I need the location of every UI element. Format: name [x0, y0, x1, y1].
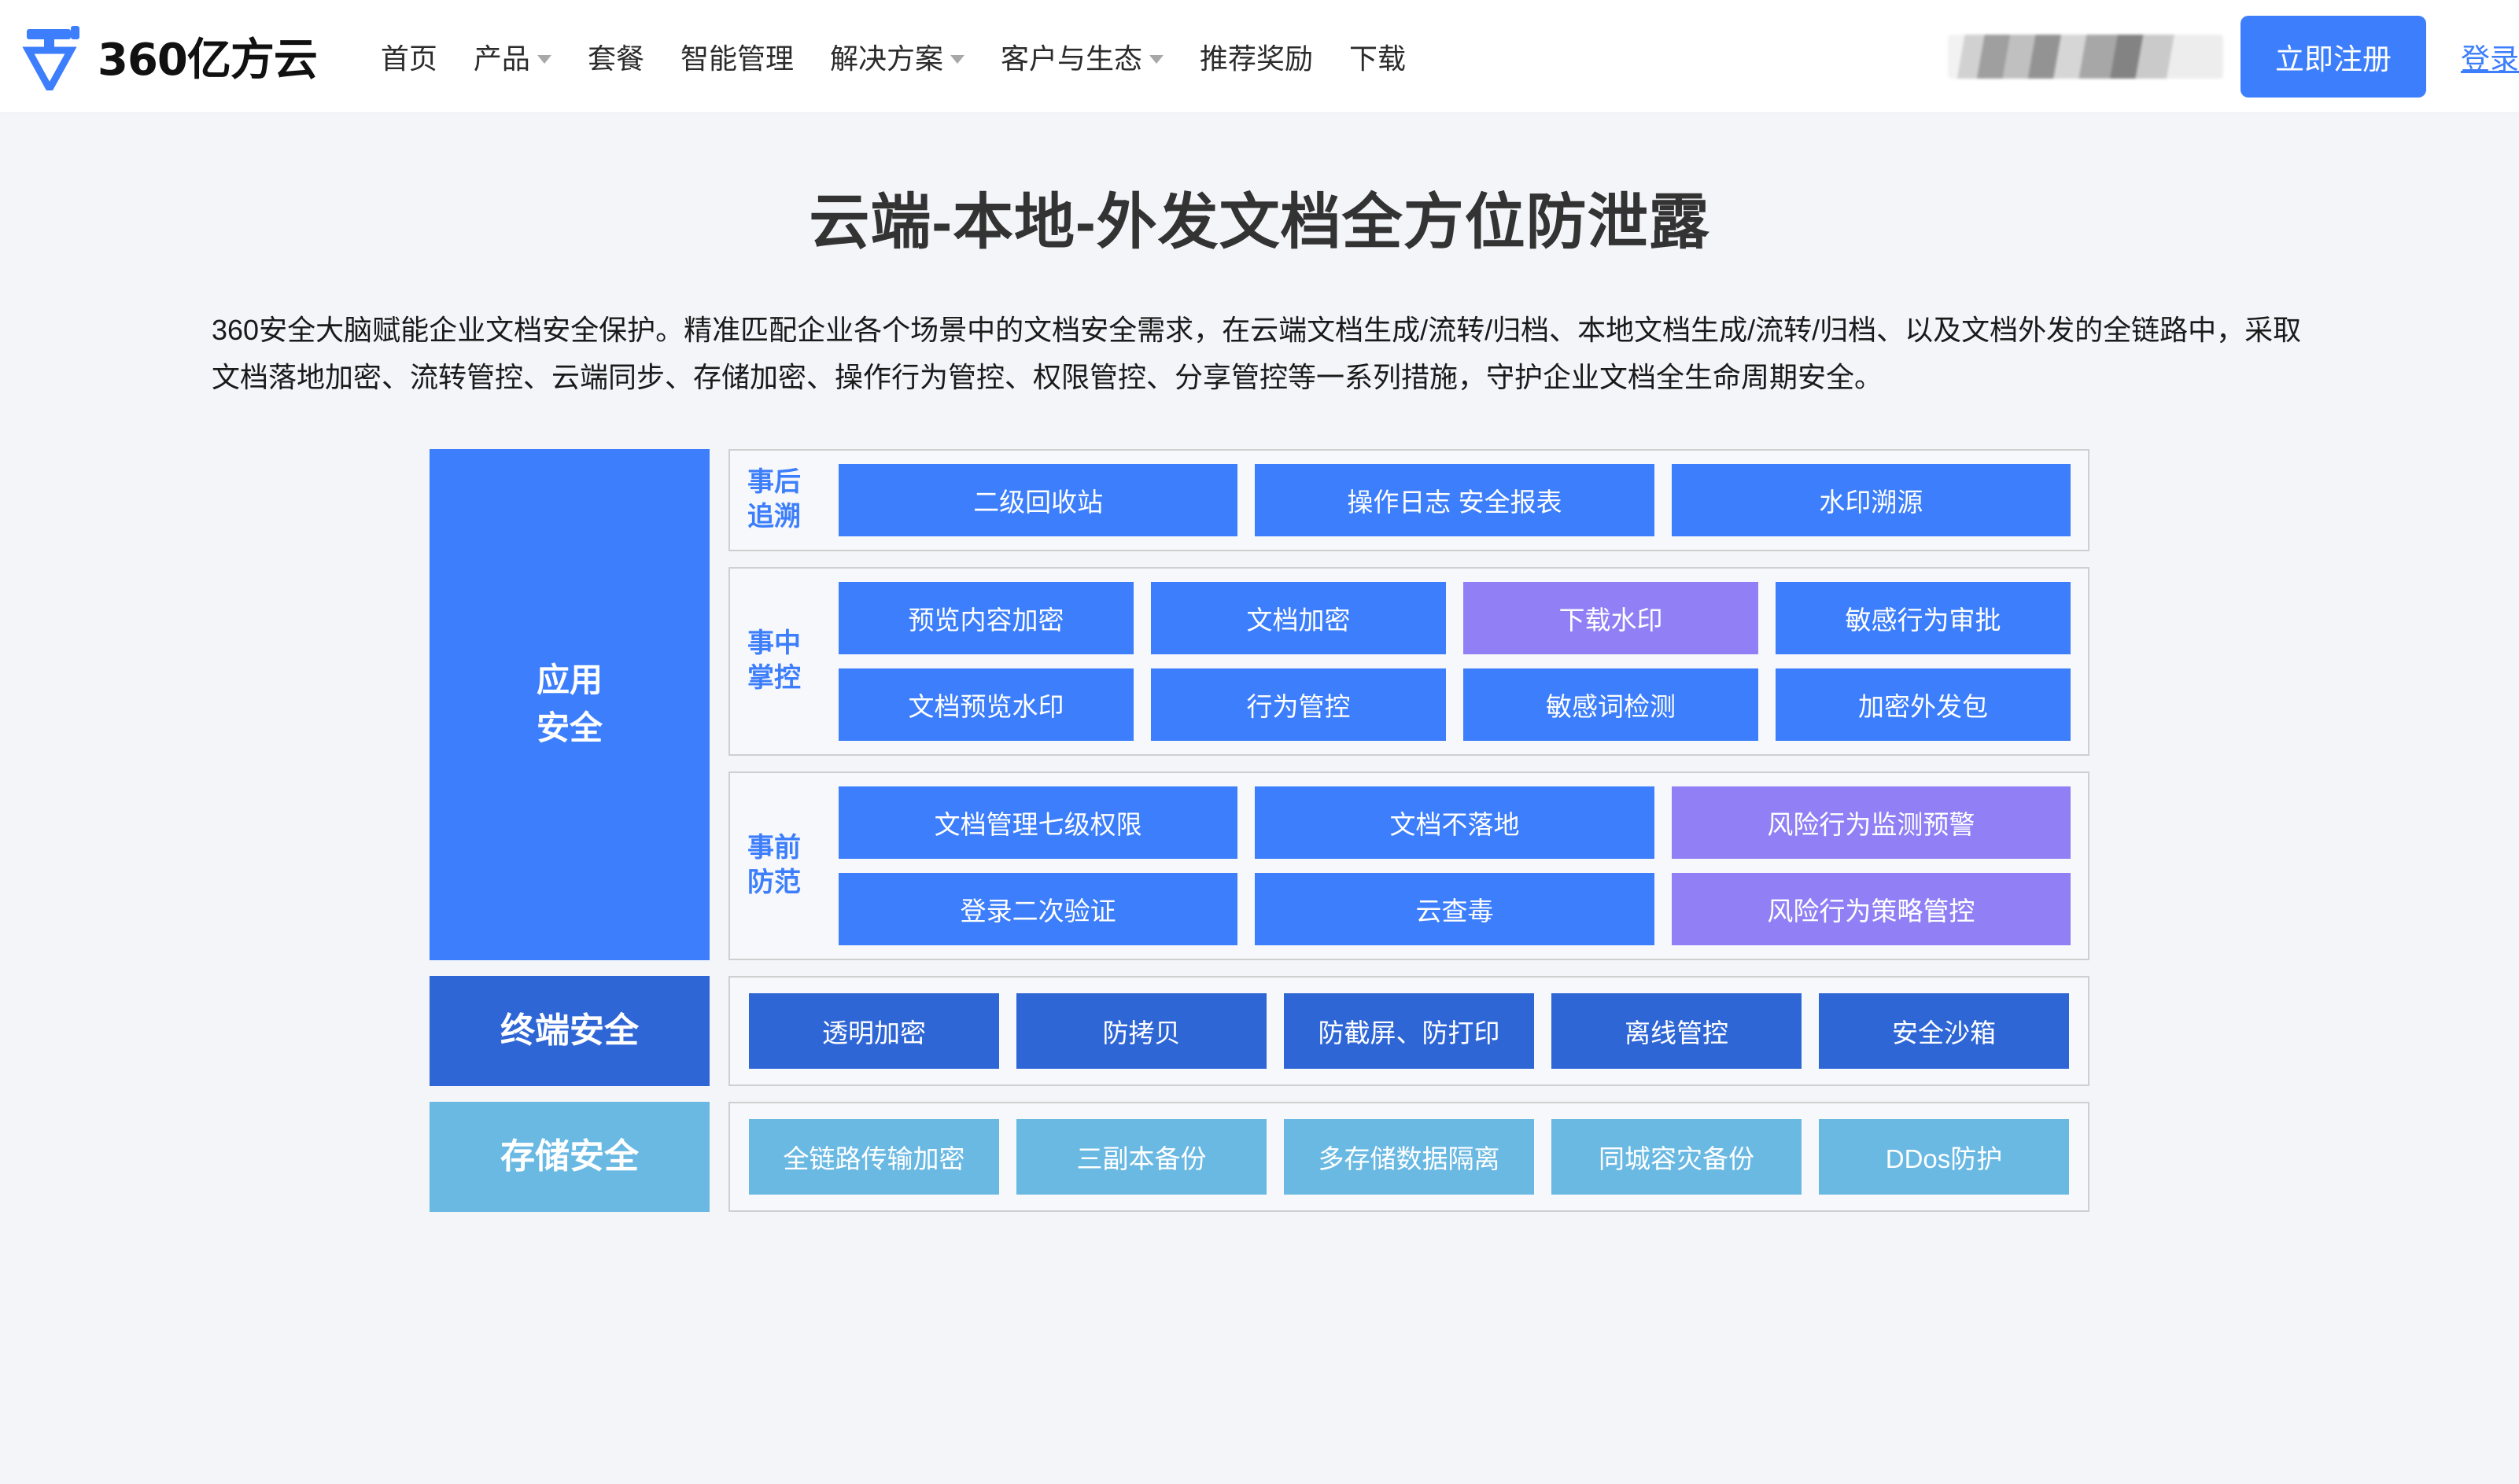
nav-label: 推荐奖励	[1200, 42, 1314, 75]
nav-item-download[interactable]: 下载	[1331, 0, 1424, 112]
chevron-down-icon	[1149, 55, 1164, 64]
nav-label: 下载	[1349, 42, 1407, 75]
group-label-line1: 事中	[747, 628, 801, 659]
header-actions: 立即注册 登录	[1948, 0, 2519, 112]
feature-cell-sensitive-behavior-approval[interactable]: 敏感行为审批	[1776, 581, 2071, 654]
feature-row: 二级回收站 操作日志 安全报表 水印溯源	[839, 463, 2071, 536]
feature-row: 文档管理七级权限 文档不落地 风险行为监测预警	[839, 786, 2071, 859]
feature-cell-document-preview-watermark[interactable]: 文档预览水印	[839, 668, 1134, 741]
nav-item-plans[interactable]: 套餐	[570, 0, 662, 112]
nav-item-home[interactable]: 首页	[363, 0, 455, 112]
logo[interactable]: 360亿方云	[22, 0, 318, 112]
group-pre-incident-prevention: 事前 防范 文档管理七级权限 文档不落地 风险行为监测预警 登录二次验证 云查毒…	[728, 771, 2089, 960]
nav-item-referral-rewards[interactable]: 推荐奖励	[1182, 0, 1331, 112]
hero-section: 云端-本地-外发文档全方位防泄露 360安全大脑赋能企业文档安全保护。精准匹配企…	[0, 112, 2519, 402]
feature-cell-multi-storage-data-isolation[interactable]: 多存储数据隔离	[1284, 1118, 1534, 1195]
tier-terminal-security: 终端安全 透明加密 防拷贝 防截屏、防打印 离线管控 安全沙箱	[430, 975, 2089, 1086]
nav-item-solutions[interactable]: 解决方案	[812, 0, 983, 112]
feature-cell-behavior-control[interactable]: 行为管控	[1151, 668, 1446, 741]
feature-cell-risk-behavior-monitoring-alert[interactable]: 风险行为监测预警	[1671, 786, 2071, 859]
group-label-post-incident-tracing: 事后 追溯	[747, 464, 823, 536]
feature-cell-download-watermark[interactable]: 下载水印	[1463, 581, 1758, 654]
nav-label: 解决方案	[829, 42, 943, 75]
tier-label-application-security: 应用 安全	[430, 448, 710, 960]
feature-row: 预览内容加密 文档加密 下载水印 敏感行为审批	[839, 581, 2071, 654]
feature-cell-no-local-landing[interactable]: 文档不落地	[1255, 786, 1654, 859]
feature-cell-ddos-protection[interactable]: DDos防护	[1819, 1118, 2069, 1195]
group-label-line1: 事前	[747, 833, 801, 864]
tier-label-line1: 应用	[536, 661, 603, 699]
feature-cell-anti-copy[interactable]: 防拷贝	[1016, 992, 1267, 1069]
tier-label-terminal-security: 终端安全	[430, 975, 710, 1086]
chevron-down-icon	[537, 55, 551, 64]
feature-cell-security-sandbox[interactable]: 安全沙箱	[1819, 992, 2069, 1069]
feature-cell-seven-level-permissions[interactable]: 文档管理七级权限	[839, 786, 1238, 859]
page-description: 360安全大脑赋能企业文档安全保护。精准匹配企业各个场景中的文档安全需求，在云端…	[212, 314, 2302, 394]
feature-cell-encrypted-outbound-package[interactable]: 加密外发包	[1776, 668, 2071, 741]
storage-security-features: 全链路传输加密 三副本备份 多存储数据隔离 同城容灾备份 DDos防护	[728, 1101, 2089, 1212]
feature-cell-full-link-transmission-encryption[interactable]: 全链路传输加密	[749, 1118, 999, 1195]
nav-label: 产品	[473, 42, 530, 75]
nav-label: 智能管理	[680, 42, 794, 75]
tier-label-storage-security: 存储安全	[430, 1101, 710, 1212]
group-rows: 二级回收站 操作日志 安全报表 水印溯源	[839, 463, 2071, 536]
nav-label: 客户与生态	[1000, 42, 1142, 75]
feature-cell-offline-control[interactable]: 离线管控	[1551, 992, 1802, 1069]
group-post-incident-tracing: 事后 追溯 二级回收站 操作日志 安全报表 水印溯源	[728, 448, 2089, 551]
page-title: 云端-本地-外发文档全方位防泄露	[809, 189, 1710, 256]
group-rows: 文档管理七级权限 文档不落地 风险行为监测预警 登录二次验证 云查毒 风险行为策…	[839, 786, 2071, 945]
nav-label: 套餐	[587, 42, 644, 75]
group-label-line1: 事后	[747, 467, 801, 498]
nav-label: 首页	[380, 42, 437, 75]
feature-cell-watermark-tracing[interactable]: 水印溯源	[1671, 463, 2071, 536]
group-rows: 预览内容加密 文档加密 下载水印 敏感行为审批 文档预览水印 行为管控 敏感词检…	[839, 581, 2071, 741]
nav-item-customers-ecosystem[interactable]: 客户与生态	[983, 0, 1182, 112]
feature-cell-transparent-encryption[interactable]: 透明加密	[749, 992, 999, 1069]
tier-label-line2: 安全	[536, 709, 603, 746]
tier-body: 事后 追溯 二级回收站 操作日志 安全报表 水印溯源 事中	[728, 448, 2089, 960]
feature-cell-risk-behavior-policy-control[interactable]: 风险行为策略管控	[1671, 872, 2071, 945]
feature-cell-operation-log-security-report[interactable]: 操作日志 安全报表	[1255, 463, 1654, 536]
feature-cell-document-encryption[interactable]: 文档加密	[1151, 581, 1446, 654]
feature-cell-same-city-disaster-backup[interactable]: 同城容灾备份	[1551, 1118, 1802, 1195]
feature-row: 文档预览水印 行为管控 敏感词检测 加密外发包	[839, 668, 2071, 741]
group-label-in-process-control: 事中 掌控	[747, 582, 823, 741]
group-label-line2: 追溯	[747, 501, 801, 532]
feature-cell-cloud-antivirus[interactable]: 云查毒	[1255, 872, 1654, 945]
site-header: 360亿方云 首页 产品 套餐 智能管理 解决方案 客户与生态 推荐奖励 下载	[0, 0, 2519, 112]
redacted-user-info	[1948, 34, 2223, 79]
group-in-process-control: 事中 掌控 预览内容加密 文档加密 下载水印 敏感行为审批 文档预览水印 行为管…	[728, 566, 2089, 756]
login-link[interactable]: 登录	[2461, 42, 2519, 75]
feature-row: 登录二次验证 云查毒 风险行为策略管控	[839, 872, 2071, 945]
group-label-pre-incident-prevention: 事前 防范	[747, 786, 823, 945]
nav-item-smart-management[interactable]: 智能管理	[662, 0, 812, 112]
nav-item-products[interactable]: 产品	[455, 0, 570, 112]
tier-application-security: 应用 安全 事后 追溯 二级回收站 操作日志 安全报表 水印溯源	[430, 448, 2089, 960]
brand-logo-icon	[22, 23, 83, 96]
feature-cell-sensitive-word-detection[interactable]: 敏感词检测	[1463, 668, 1758, 741]
register-button[interactable]: 立即注册	[2241, 15, 2426, 98]
security-architecture-diagram: 应用 安全 事后 追溯 二级回收站 操作日志 安全报表 水印溯源	[430, 448, 2089, 1212]
feature-cell-triple-replica-backup[interactable]: 三副本备份	[1016, 1118, 1267, 1195]
feature-cell-preview-content-encryption[interactable]: 预览内容加密	[839, 581, 1134, 654]
feature-cell-anti-screenshot-anti-print[interactable]: 防截屏、防打印	[1284, 992, 1534, 1069]
feature-cell-recycle-bin[interactable]: 二级回收站	[839, 463, 1238, 536]
chevron-down-icon	[950, 55, 964, 64]
logo-text: 360亿方云	[98, 35, 318, 86]
terminal-security-features: 透明加密 防拷贝 防截屏、防打印 离线管控 安全沙箱	[728, 975, 2089, 1086]
feature-cell-login-two-factor[interactable]: 登录二次验证	[839, 872, 1238, 945]
group-label-line2: 掌控	[747, 662, 801, 693]
group-label-line2: 防范	[747, 867, 801, 897]
main-nav: 首页 产品 套餐 智能管理 解决方案 客户与生态 推荐奖励 下载	[363, 0, 1424, 112]
tier-storage-security: 存储安全 全链路传输加密 三副本备份 多存储数据隔离 同城容灾备份 DDos防护	[430, 1101, 2089, 1212]
